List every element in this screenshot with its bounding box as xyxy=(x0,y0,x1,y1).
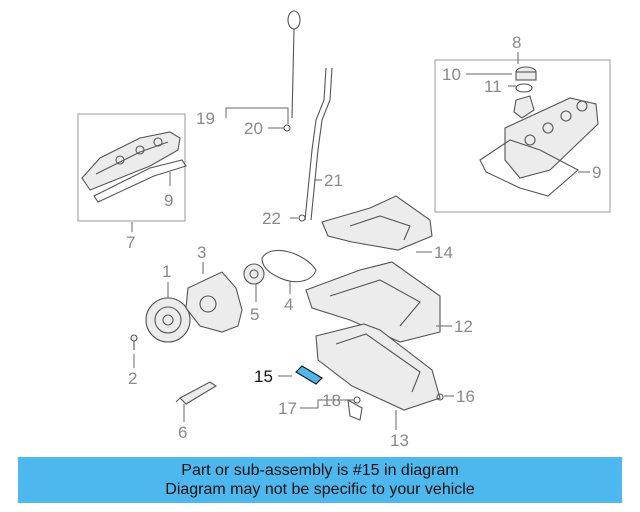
banner-line-2: Diagram may not be specific to your vehi… xyxy=(165,481,475,498)
label-18: 18 xyxy=(322,391,341,410)
label-3: 3 xyxy=(197,243,206,262)
label-15: 15 xyxy=(254,367,273,386)
right-valve-cover xyxy=(504,97,599,179)
pulley-bolt xyxy=(130,334,138,350)
upper-oil-pan xyxy=(305,261,441,343)
oil-filler-cap xyxy=(515,66,537,81)
part-15-highlight xyxy=(295,365,323,385)
banner-line-1: Part or sub-assembly is #15 in diagram xyxy=(181,462,459,479)
dipstick-o-ring xyxy=(283,124,291,132)
crankshaft-pulley xyxy=(145,297,191,343)
label-14: 14 xyxy=(434,243,453,262)
label-4: 4 xyxy=(284,295,293,314)
label-9-right: 9 xyxy=(592,163,601,182)
tube-bolt xyxy=(298,214,306,222)
label-7: 7 xyxy=(126,233,135,252)
water-pump xyxy=(243,263,265,285)
timing-chain xyxy=(261,249,317,283)
sensor-seal xyxy=(353,396,361,404)
label-11: 11 xyxy=(484,77,502,96)
oil-level-sensor xyxy=(347,398,363,421)
timing-cover xyxy=(185,271,243,333)
valve-cover-left-box xyxy=(77,113,186,222)
splash-shield xyxy=(321,195,433,251)
filler-neck xyxy=(513,95,535,119)
label-6: 6 xyxy=(178,423,187,442)
filler-cap-seal xyxy=(515,83,533,93)
label-22: 22 xyxy=(262,209,281,228)
left-valve-cover-gasket xyxy=(93,159,187,203)
label-16: 16 xyxy=(456,387,475,406)
leader-lines xyxy=(131,52,590,430)
dipstick xyxy=(287,10,301,119)
label-17: 17 xyxy=(278,399,297,418)
label-9-left: 9 xyxy=(164,191,173,210)
label-20: 20 xyxy=(244,119,263,138)
lower-oil-pan xyxy=(315,323,441,411)
label-12: 12 xyxy=(454,317,473,336)
label-21: 21 xyxy=(324,171,343,190)
right-valve-cover-gasket xyxy=(479,139,579,197)
sealant-tube xyxy=(175,381,218,405)
label-8: 8 xyxy=(512,33,521,52)
label-1: 1 xyxy=(162,262,171,281)
label-5: 5 xyxy=(250,305,259,324)
label-13: 13 xyxy=(390,431,409,450)
left-valve-cover xyxy=(81,131,181,191)
info-banner: Part or sub-assembly is #15 in diagram D… xyxy=(18,457,622,503)
label-2: 2 xyxy=(128,369,137,388)
label-10: 10 xyxy=(442,65,461,84)
label-19: 19 xyxy=(196,109,215,128)
drain-plug xyxy=(436,393,444,401)
valve-cover-right-box xyxy=(434,59,611,213)
dipstick-tube xyxy=(304,67,333,221)
